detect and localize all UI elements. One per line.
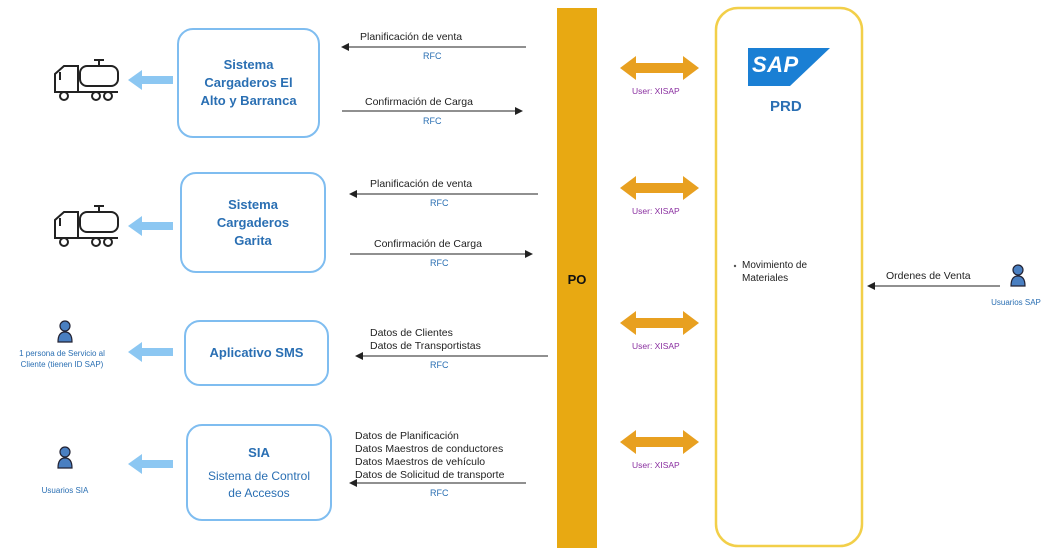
- flow-label: Datos de Planificación Datos Maestros de…: [355, 430, 505, 481]
- flow-label: Confirmación de Carga: [365, 96, 473, 108]
- sms-user-label: 1 persona de Servicio al Cliente (tienen…: [19, 349, 105, 369]
- sap-logo-text: SAP: [752, 52, 799, 77]
- connection-user-label: User: XISAP: [632, 341, 680, 351]
- person-icon: [57, 320, 73, 343]
- connection-user-label: User: XISAP: [632, 460, 680, 470]
- person-icon: [1010, 264, 1026, 287]
- sap-user-label: Usuarios SAP: [991, 298, 1041, 307]
- system-sia: SIA Sistema de Control de Accesos: [186, 424, 332, 521]
- system-title: Sistema Cargaderos Garita: [216, 196, 290, 248]
- sap-system-name: PRD: [770, 98, 802, 115]
- rfc-label: RFC: [423, 51, 442, 61]
- truck-icon: [54, 205, 119, 247]
- sap-logo: [748, 48, 830, 86]
- blue-arrow-4: [128, 454, 173, 474]
- system-title: Sistema Cargaderos El Alto y Barranca: [200, 57, 297, 108]
- system-subtitle: Sistema de Control de Accesos: [207, 468, 311, 500]
- connection-user-label: User: XISAP: [632, 86, 680, 96]
- rfc-label: RFC: [423, 116, 442, 126]
- system-cargaderos-garita: Sistema Cargaderos Garita: [180, 172, 326, 273]
- system-title: Aplicativo SMS: [209, 345, 304, 360]
- orders-label: Ordenes de Venta: [886, 270, 971, 282]
- rfc-label: RFC: [430, 198, 449, 208]
- sap-prd-container: [714, 6, 864, 548]
- sap-process-label: Movimiento de Materiales: [742, 260, 808, 284]
- person-icon: [57, 446, 73, 469]
- flow-label: Planificación de venta: [370, 178, 473, 190]
- orange-double-arrow-4: [620, 430, 699, 454]
- po-label: PO: [567, 272, 587, 287]
- connection-user-label: User: XISAP: [632, 206, 680, 216]
- rfc-label: RFC: [430, 360, 449, 370]
- flow-label: Datos de Clientes Datos de Transportista…: [370, 327, 481, 352]
- orange-double-arrow-3: [620, 311, 699, 335]
- system-aplicativo-sms: Aplicativo SMS: [184, 320, 329, 386]
- bullet-dot: [733, 264, 737, 268]
- blue-arrow-3: [128, 342, 173, 362]
- sia-user-label: Usuarios SIA: [41, 486, 89, 495]
- truck-icon: [54, 59, 119, 101]
- blue-arrow-2: [128, 216, 173, 236]
- po-bar: [557, 8, 597, 548]
- rfc-label: RFC: [430, 488, 449, 498]
- blue-arrow-1: [128, 70, 173, 90]
- orange-double-arrow-1: [620, 56, 699, 80]
- rfc-label: RFC: [430, 258, 449, 268]
- orange-double-arrow-2: [620, 176, 699, 200]
- system-cargaderos-el-alto: Sistema Cargaderos El Alto y Barranca: [177, 28, 320, 138]
- flow-label: Confirmación de Carga: [374, 238, 482, 250]
- flow-label: Planificación de venta: [360, 31, 463, 43]
- system-title: SIA: [248, 444, 270, 460]
